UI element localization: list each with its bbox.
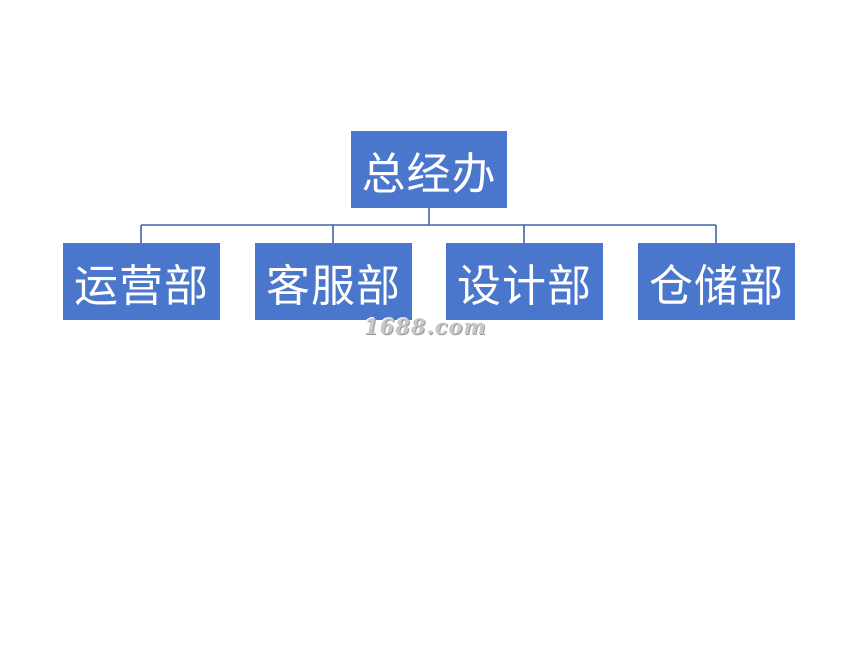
node-operations-label: 运营部	[74, 260, 209, 312]
node-root-label: 总经办	[361, 148, 497, 200]
node-warehouse-dept: 仓储部	[638, 243, 795, 320]
node-customer-service-dept: 客服部	[255, 243, 412, 320]
watermark-text: 1688.com	[364, 314, 487, 339]
node-design-label: 设计部	[457, 260, 592, 312]
node-warehouse-label: 仓储部	[649, 260, 784, 312]
node-customer-service-label: 客服部	[266, 260, 401, 312]
node-operations-dept: 运营部	[63, 243, 220, 320]
node-root-general-office: 总经办	[351, 131, 507, 208]
node-design-dept: 设计部	[446, 243, 603, 320]
